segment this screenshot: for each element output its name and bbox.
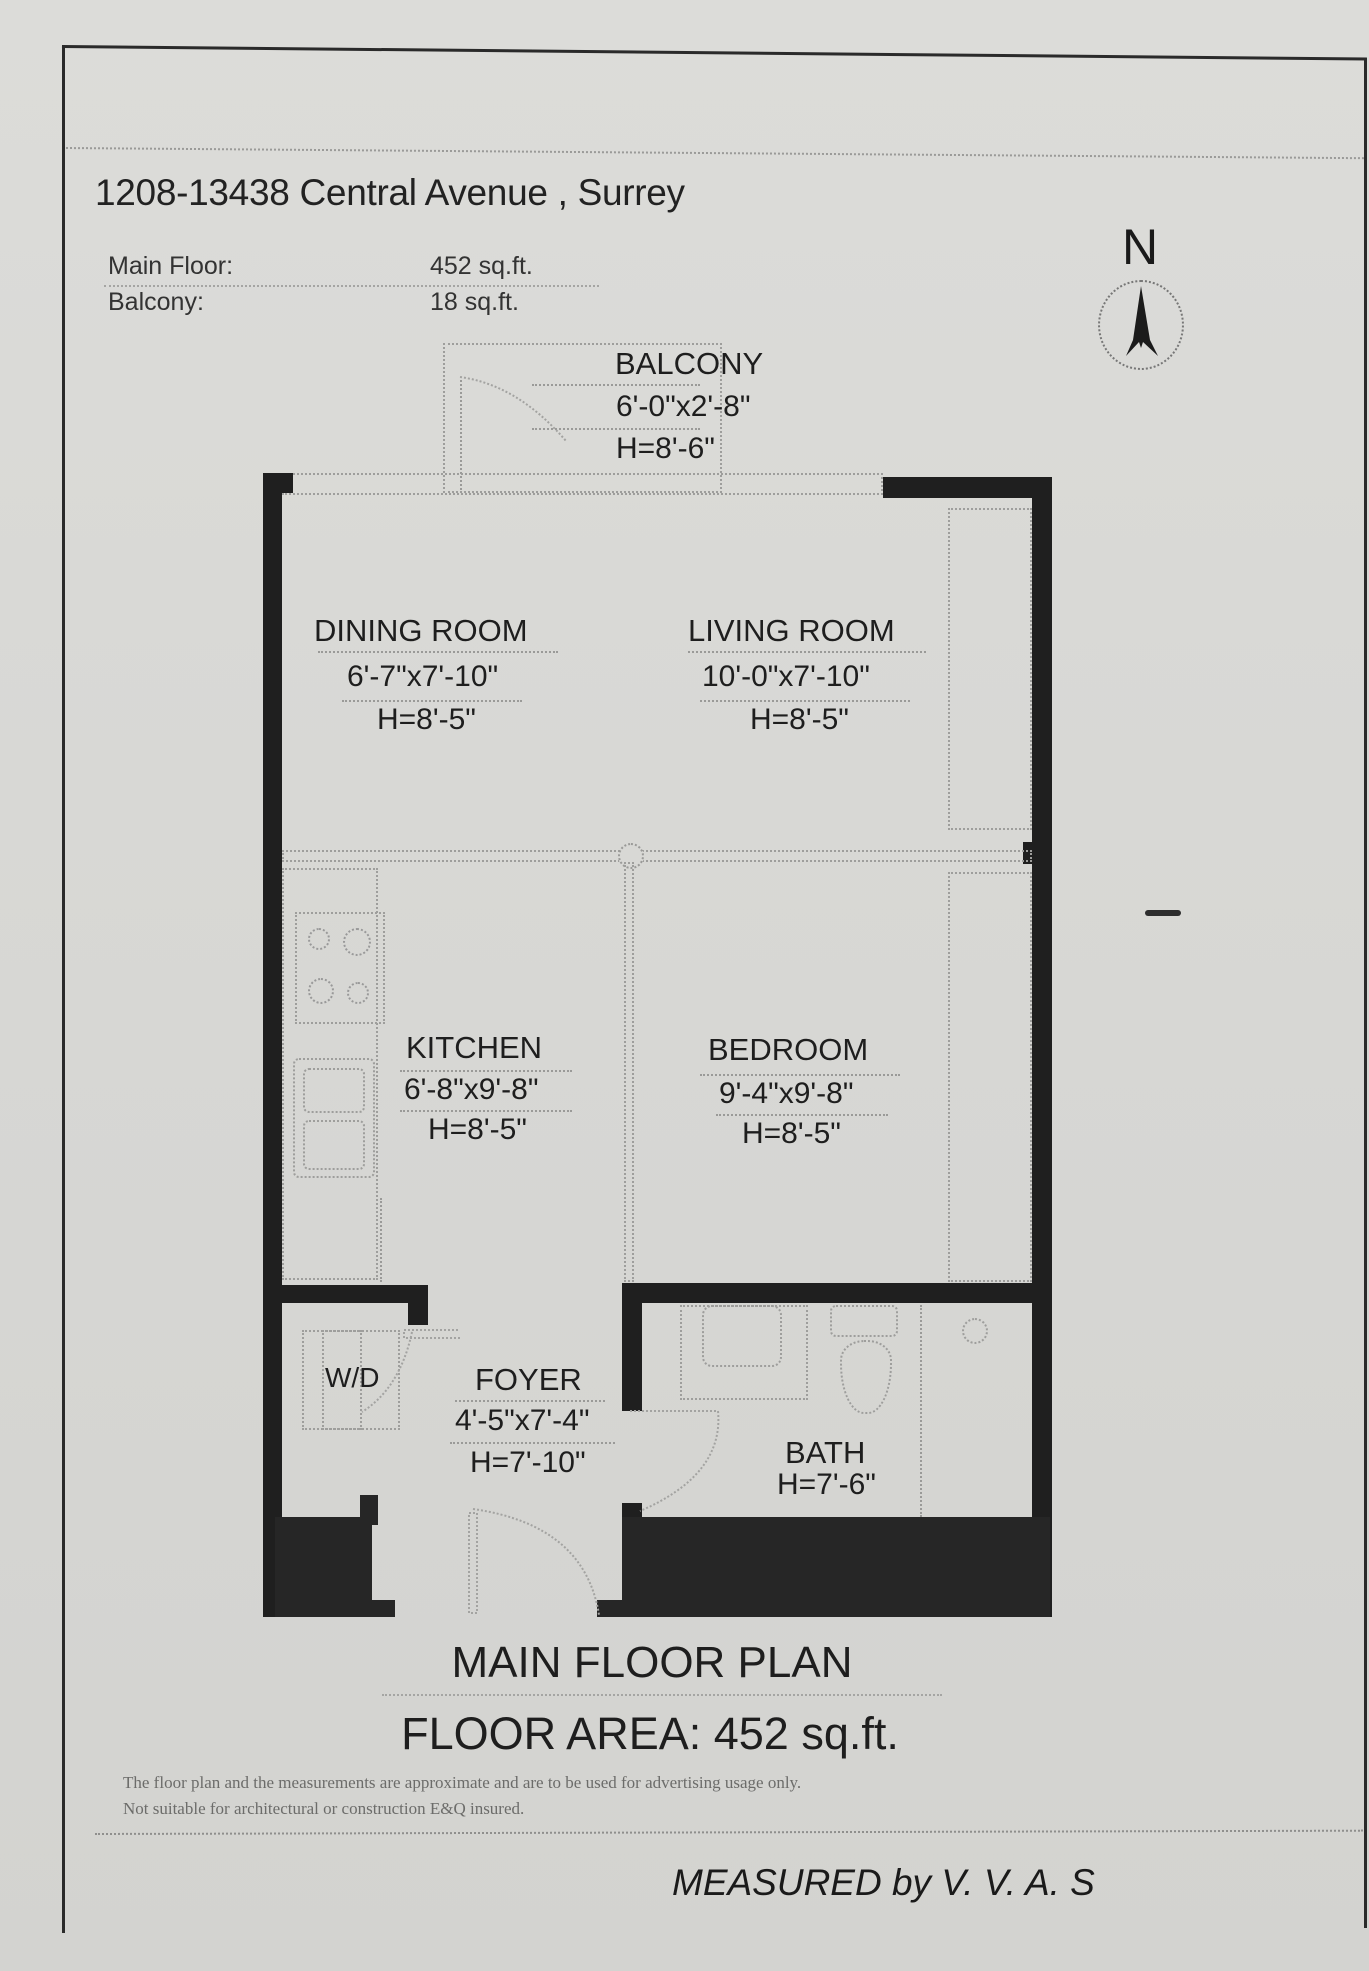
kitchen-label-rule (400, 1070, 572, 1072)
burner-icon (308, 928, 330, 950)
wd-label: W/D (325, 1362, 380, 1393)
balcony-outline (443, 343, 722, 493)
main-floor-value: 452 sq.ft. (430, 252, 533, 280)
balcony-height: H=8'-6" (616, 432, 715, 465)
living-label-rule (688, 651, 926, 653)
wall-east-stub (1023, 842, 1035, 864)
balcony-area-value: 18 sq.ft. (430, 288, 519, 316)
main-floor-label: Main Floor: (108, 252, 234, 280)
dining-dims-rule (342, 700, 522, 702)
kitchen-label: KITCHEN (406, 1030, 543, 1065)
property-address: 1208-13438 Central Avenue , Surrey (95, 172, 685, 213)
foyer-dimensions: 4'-5"x7'-4" (455, 1404, 590, 1437)
bath-label: BATH (785, 1435, 866, 1470)
washer-dryer-outline (322, 1330, 400, 1430)
balcony-label-rule (532, 384, 700, 386)
burner-icon (347, 982, 369, 1004)
partition-living-bedroom (282, 850, 1032, 862)
fridge-line (380, 1198, 382, 1282)
wall-bath-top (622, 1283, 1045, 1303)
kitchen-counter (282, 868, 378, 1280)
balcony-dimensions: 6'-0"x2'-8" (616, 390, 751, 423)
balcony-door-frame (460, 380, 462, 490)
bedroom-closet (948, 872, 1032, 1282)
north-arrow-icon (1098, 280, 1184, 370)
kitchen-height: H=8'-5" (428, 1113, 527, 1146)
frame-border-left (62, 45, 65, 1933)
footer-divider (95, 1829, 1364, 1835)
toilet-tank-icon (830, 1305, 898, 1337)
dining-room-label: DINING ROOM (314, 613, 528, 648)
foyer-dims-rule (450, 1442, 615, 1444)
frame-border-right (1364, 58, 1367, 1928)
sink-basin-icon (303, 1068, 365, 1113)
bedroom-label-rule (700, 1074, 900, 1076)
balcony-label: BALCONY (615, 346, 764, 381)
disclaimer-line-1: The floor plan and the measurements are … (123, 1773, 802, 1792)
stove-icon (295, 912, 385, 1024)
wall-bath-left-upper (622, 1283, 642, 1411)
wall-wd-top (272, 1285, 428, 1303)
shower-head-icon (962, 1318, 988, 1344)
living-room-height: H=8'-5" (750, 703, 849, 736)
tub-edge (920, 1305, 922, 1517)
column-marker (618, 843, 644, 869)
bedroom-dimensions: 9'-4"x9'-8" (719, 1077, 854, 1110)
entry-door-swing-icon (468, 1508, 600, 1616)
wall-north-right (883, 477, 1052, 498)
stray-mark (1145, 910, 1181, 916)
foyer-label: FOYER (475, 1362, 582, 1397)
wall-entry-sill-right (597, 1600, 627, 1617)
living-closet (948, 508, 1032, 830)
floor-area-total: FLOOR AREA: 452 sq.ft. (401, 1708, 899, 1759)
bedroom-height: H=8'-5" (742, 1117, 841, 1150)
disclaimer-line-2: Not suitable for architectural or constr… (123, 1799, 525, 1818)
kitchen-dims-rule (400, 1110, 572, 1112)
bedroom-dims-rule (716, 1114, 888, 1116)
wall-wd-stub (408, 1285, 428, 1325)
bath-door-swing-icon (630, 1410, 720, 1512)
wall-east (1032, 477, 1052, 1617)
balcony-dims-rule (532, 428, 700, 430)
balcony-door-swing-icon (459, 376, 567, 442)
living-room-dimensions: 10'-0"x7'-10" (702, 660, 870, 693)
partition-kitchen-bedroom (624, 862, 634, 1282)
wall-west (263, 473, 282, 1617)
burner-icon (343, 928, 371, 956)
wall-south-left (275, 1517, 372, 1617)
toilet-icon (840, 1340, 892, 1414)
foyer-label-rule (455, 1400, 605, 1402)
foyer-height: H=7'-10" (470, 1446, 586, 1479)
bath-sink-icon (702, 1305, 782, 1367)
bedroom-label: BEDROOM (708, 1032, 869, 1067)
wall-entry-sill-left (372, 1600, 395, 1617)
kitchen-dimensions: 6'-8"x9'-8" (404, 1073, 539, 1106)
dining-room-height: H=8'-5" (377, 703, 476, 736)
title-divider (382, 1694, 942, 1696)
measured-by-credit: MEASURED by V. V. A. S (672, 1862, 1095, 1903)
header-divider (65, 147, 1364, 160)
wall-south-right (622, 1517, 1050, 1617)
burner-icon (308, 978, 334, 1004)
area-divider (104, 285, 599, 287)
north-label: N (1122, 219, 1159, 275)
balcony-area-label: Balcony: (108, 288, 204, 316)
plan-title: MAIN FLOOR PLAN (451, 1638, 853, 1687)
dining-label-rule (318, 651, 558, 653)
living-dims-rule (700, 700, 910, 702)
dining-room-dimensions: 6'-7"x7'-10" (347, 660, 499, 693)
sink-basin-icon (303, 1120, 365, 1170)
wall-entry-jamb-left (360, 1495, 378, 1525)
window-north (282, 473, 883, 495)
bath-height: H=7'-6" (777, 1468, 876, 1501)
living-room-label: LIVING ROOM (688, 613, 895, 648)
frame-border-top (61, 45, 1367, 61)
closet-door-swing-icon (361, 1329, 460, 1413)
kitchen-sink-icon (293, 1058, 375, 1178)
